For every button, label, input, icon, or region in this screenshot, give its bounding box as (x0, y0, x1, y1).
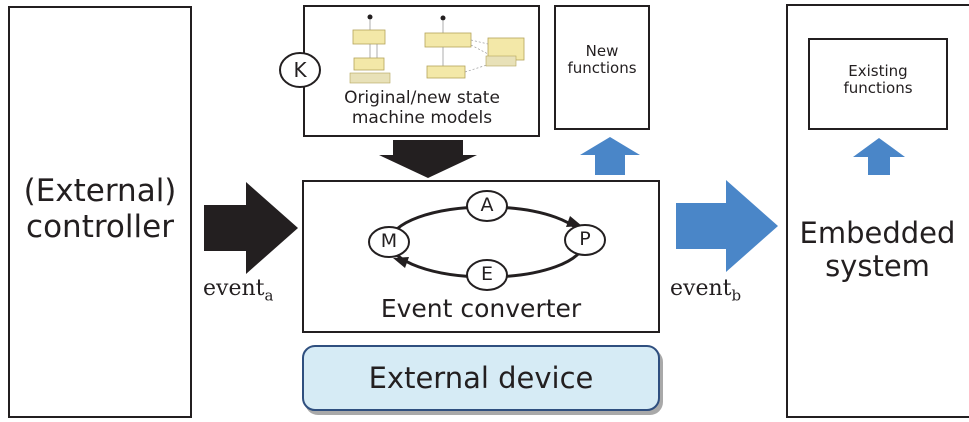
node-e (466, 259, 508, 291)
new-functions-label: New functions (554, 30, 650, 90)
node-p (564, 224, 606, 256)
new-functions-line1: New (585, 41, 619, 60)
external-controller-box (8, 6, 192, 418)
external-device-box: External device (302, 345, 660, 411)
state-machine-thumbnail-1 (349, 14, 391, 84)
controller-line1: (External) (23, 173, 177, 210)
event-converter-title: Event converter (380, 293, 582, 323)
state-machine-models-box (303, 5, 540, 137)
existing-functions-box (808, 38, 948, 130)
models-caption-line1: Original/new state (344, 88, 500, 109)
node-a (466, 190, 508, 222)
converter-to-new-functions-arrow (580, 137, 640, 175)
cycle-arrowhead-right (566, 216, 582, 227)
k-marker-circle (279, 52, 321, 88)
embedded-line1: Embedded (799, 215, 956, 250)
event-b-base: event (670, 276, 732, 301)
existing-functions-line2: functions (843, 79, 913, 97)
event-b-label: eventb (670, 276, 741, 304)
event-a-base: event (203, 276, 265, 301)
node-e-label: E (480, 263, 493, 286)
embedded-line2: system (825, 249, 930, 283)
models-caption: Original/new state machine models (318, 86, 526, 132)
existing-functions-label: Existing functions (808, 50, 948, 110)
new-functions-box (554, 5, 650, 130)
new-functions-line2: functions (567, 59, 637, 77)
event-a-subscript: a (264, 286, 274, 305)
cycle-arrowhead-left (393, 257, 409, 268)
state-machine-thumbnail-2 (424, 15, 525, 79)
node-a-label: A (480, 194, 494, 217)
converter-to-embedded-arrow (676, 180, 778, 272)
node-m (368, 226, 410, 258)
embedded-system-label: Embedded system (786, 205, 969, 295)
node-p-label: P (579, 228, 591, 251)
existing-functions-line1: Existing (848, 61, 908, 80)
controller-to-converter-arrow (204, 182, 298, 274)
node-m-label: M (380, 230, 398, 253)
embedded-to-existing-arrow (853, 138, 905, 175)
models-caption-line2: machine models (351, 108, 493, 128)
models-to-converter-arrow (379, 140, 477, 178)
controller-line2: controller (26, 209, 174, 245)
k-marker-label: K (293, 57, 307, 82)
external-controller-label: (External) controller (8, 150, 192, 270)
event-a-label: eventa (203, 276, 273, 304)
external-device-label: External device (368, 361, 594, 395)
event-b-subscript: b (731, 286, 742, 305)
